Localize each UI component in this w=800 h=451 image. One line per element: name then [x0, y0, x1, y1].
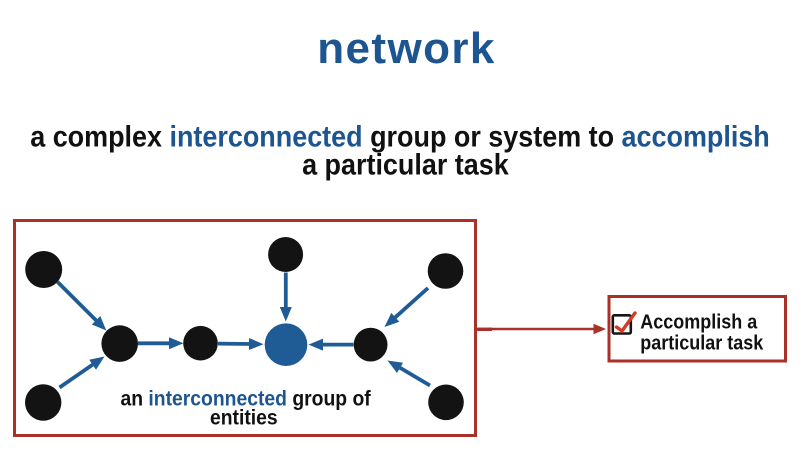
svg-text:particular task: particular task [640, 333, 763, 355]
svg-text:entities: entities [210, 405, 278, 429]
svg-text:a complex interconnected group: a complex interconnected group or system… [30, 120, 770, 154]
svg-text:an interconnected group of: an interconnected group of [120, 387, 370, 411]
svg-text:a particular task: a particular task [302, 148, 509, 182]
svg-text:network: network [317, 24, 496, 73]
svg-text:Accomplish a: Accomplish a [640, 312, 757, 334]
